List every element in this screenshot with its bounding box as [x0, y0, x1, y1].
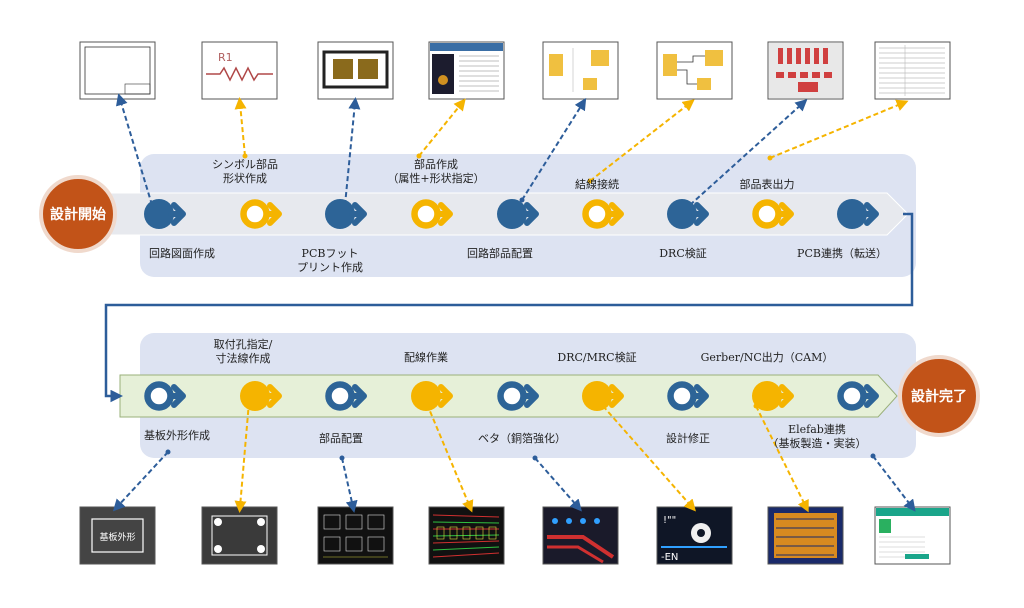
row2-step-9-icon: [837, 381, 879, 411]
drc-result-thumbnail: [767, 41, 844, 100]
row1-step-3-icon: [325, 199, 367, 229]
drc-mrc-thumbnail: !"" -EN: [656, 506, 733, 565]
row1-step-7-label: DRC検証: [659, 247, 707, 260]
row1-step-5-label: 回路部品配置: [467, 247, 533, 260]
row2-step-7-icon: [667, 381, 709, 411]
row2-step-6-icon: [582, 381, 624, 411]
row1-step-4-label: 部品作成 （属性+形状指定）: [387, 158, 485, 185]
row2-step-8-icon: [752, 381, 794, 411]
row-connector-line: [104, 212, 914, 403]
copper-pour-thumbnail: [542, 506, 619, 565]
drawing-frame-thumbnail: [79, 41, 156, 100]
bottom-leader-1: [112, 449, 171, 512]
footprint-pads-thumbnail: [317, 41, 394, 100]
row1-step-2-label: シンボル部品 形状作成: [212, 158, 278, 185]
gerber-output-thumbnail: [767, 506, 844, 565]
board-outline-text: 基板外形: [99, 531, 135, 543]
row2-step-9-label: Elefab連携 （基板製造・実装）: [767, 423, 867, 450]
drc-net-text: -EN: [661, 552, 678, 563]
top-leader-5: [519, 97, 587, 203]
drc-marker-text: !"": [663, 515, 676, 526]
top-leader-6: [587, 99, 695, 184]
top-leader-4: [416, 98, 466, 159]
row1-step-9-label: PCB連携（転送）: [797, 247, 887, 260]
routing-thumbnail: [428, 506, 505, 565]
elefab-web-thumbnail: [874, 506, 951, 565]
row1-step-2-icon: [240, 199, 282, 229]
schematic-wiring-thumbnail: [656, 41, 733, 100]
row2-step-1-icon: [144, 381, 186, 411]
row1-step-6-label: 結線接続: [575, 178, 619, 191]
row2-step-1-label: 基板外形作成: [144, 429, 210, 442]
start-label: 設計開始: [50, 206, 106, 223]
row2-step-7-label: 設計修正: [666, 432, 710, 445]
row2-step-3-label: 部品配置: [319, 432, 363, 445]
bottom-leader-8: [870, 453, 916, 512]
row2-step-5-label: ベタ（銅箔強化）: [478, 432, 566, 445]
mounting-holes-thumbnail: [201, 506, 278, 565]
row1-step-8-icon: [752, 199, 794, 229]
row2-step-6-label: DRC/MRC検証: [557, 351, 637, 364]
row2-step-4-label: 配線作業: [404, 351, 448, 364]
row2-step-5-icon: [497, 381, 539, 411]
row2-step-8-label: Gerber/NC出力（CAM）: [700, 351, 834, 364]
board-outline-thumbnail: 基板外形: [79, 506, 156, 565]
row1-step-6-icon: [582, 199, 624, 229]
bottom-leader-5: [532, 455, 582, 512]
row1-step-7-icon: [667, 199, 709, 229]
row1-step-8-label: 部品表出力: [739, 178, 795, 191]
row1-step-1-label: 回路図面作成: [149, 247, 215, 260]
row2-step-3-icon: [325, 381, 367, 411]
row1-step-3-label: PCBフット プリント作成: [297, 247, 363, 274]
parts-placement-thumbnail: [317, 506, 394, 565]
row1-step-4-icon: [411, 199, 453, 229]
row2-step-2-label: 取付孔指定/ 寸法線作成: [213, 338, 273, 365]
top-leader-2: [234, 97, 248, 159]
row2-step-2-icon: [240, 381, 282, 411]
row1-step-1-icon: [144, 199, 186, 229]
row1-step-9-icon: [837, 199, 879, 229]
row2-step-4-icon: [411, 381, 453, 411]
schematic-placement-thumbnail: [542, 41, 619, 100]
resistor-ref-text: R1: [218, 51, 233, 64]
row1-step-5-icon: [497, 199, 539, 229]
part-editor-window-thumbnail: [428, 41, 505, 100]
bottom-leader-3: [339, 455, 358, 513]
start-node: 設計開始: [39, 175, 117, 253]
end-node: 設計完了: [898, 355, 980, 437]
bom-list-thumbnail: [874, 41, 951, 100]
resistor-symbol-thumbnail: R1: [201, 41, 278, 100]
top-leader-8: [767, 99, 909, 161]
end-label: 設計完了: [911, 388, 967, 405]
